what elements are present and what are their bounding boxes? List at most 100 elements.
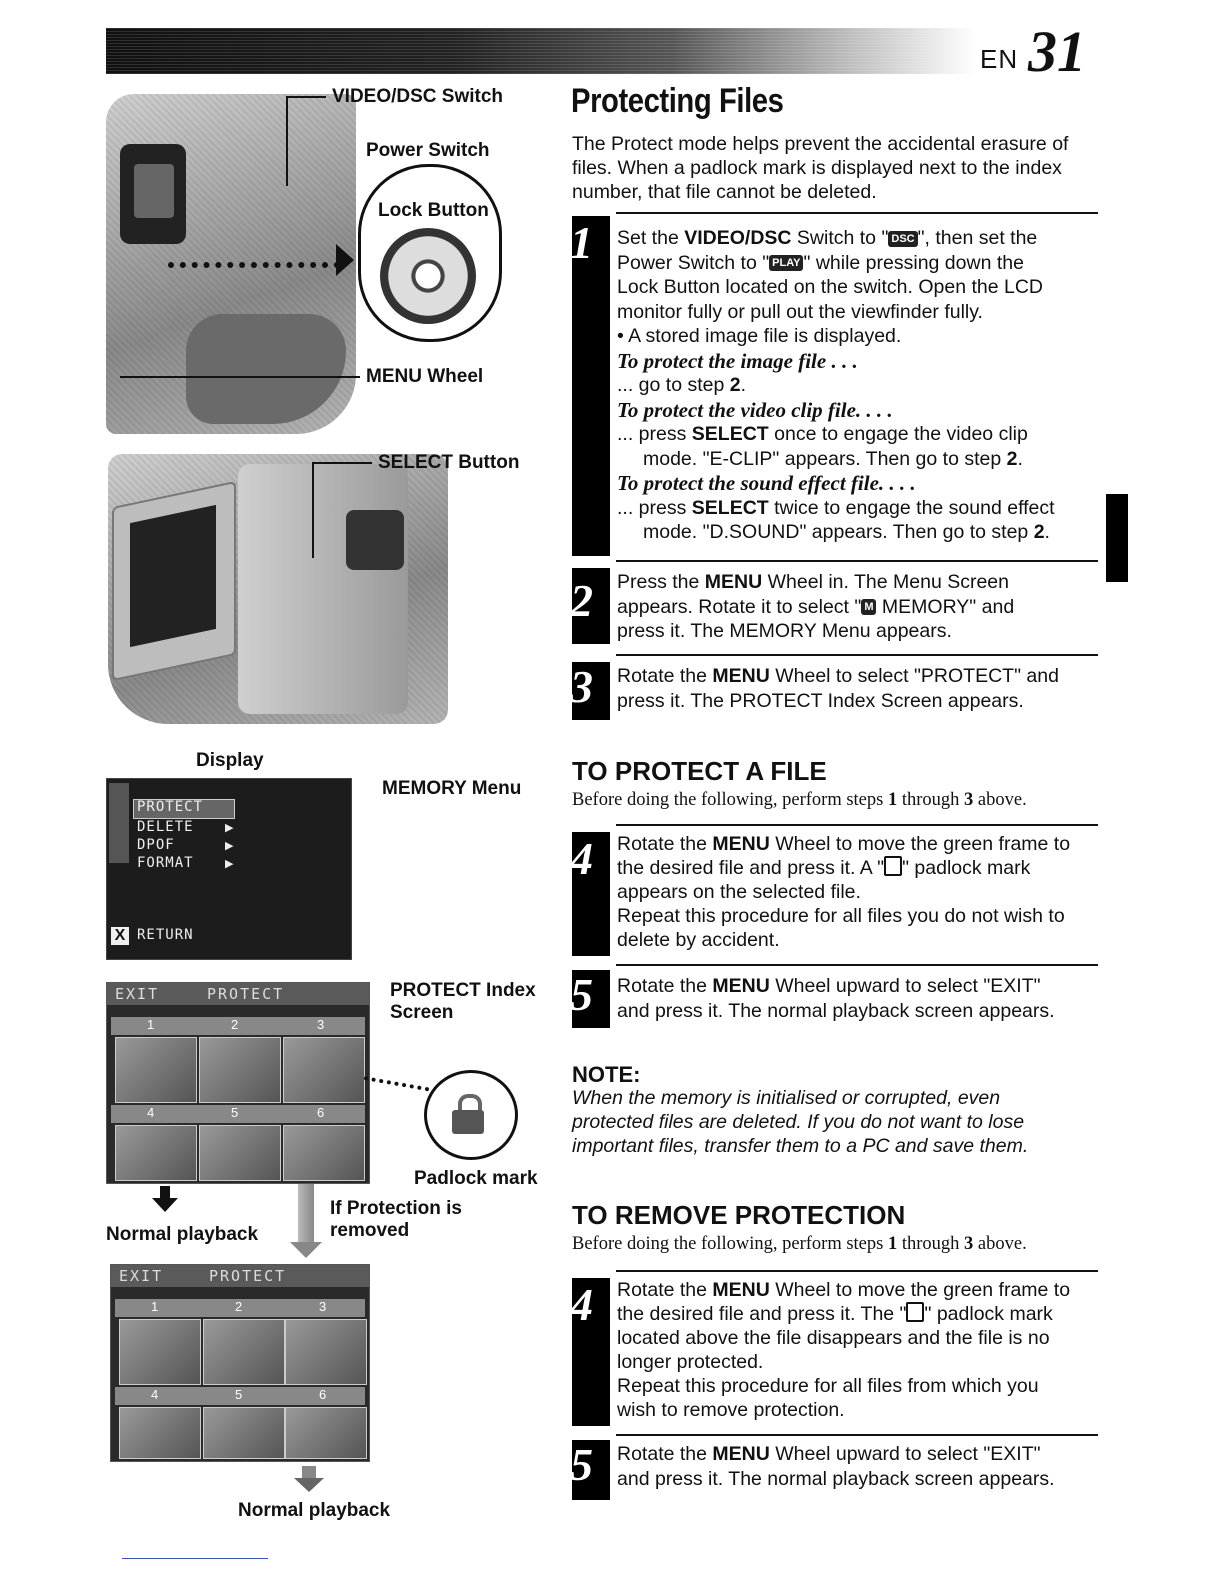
- index-title-bar: EXIT PROTECT: [111, 1265, 369, 1287]
- step-4-bar: 4: [570, 832, 610, 956]
- label-video-dsc-switch: VIDEO/DSC Switch: [332, 86, 504, 107]
- callout-line-select: [312, 462, 372, 464]
- callout-line-menu-wheel: [120, 376, 360, 378]
- remove-step-5-bar: 5: [570, 1439, 610, 1500]
- callout-line-video-dsc: [286, 96, 326, 98]
- remove-step-4-text: Rotate the MENU Wheel to move the green …: [617, 1279, 1071, 1421]
- label-if-protection-1: If Protection is: [330, 1198, 462, 1219]
- protect-prerequisite: Before doing the following, perform step…: [572, 790, 1027, 810]
- menu-item-return: RETURN: [137, 927, 194, 943]
- label-normal-playback-2: Normal playback: [238, 1500, 391, 1521]
- thumb-label-row: [111, 1105, 365, 1123]
- step-3-text: Rotate the MENU Wheel to select "PROTECT…: [617, 665, 1059, 712]
- step-1-text: Set the VIDEO/DSC Switch to "DSC", then …: [617, 226, 1102, 545]
- cell-4-label: 4: [147, 1105, 155, 1120]
- down-arrow-icon: [160, 1186, 170, 1200]
- step-2-number: 2: [570, 575, 593, 626]
- section-tab: [1106, 494, 1128, 582]
- callout-line-select-v: [312, 462, 314, 558]
- subheading-video-clip: To protect the video clip file. . . .: [617, 397, 893, 422]
- protect-index-screen-unprotected: EXIT PROTECT 1 2 3 4 5 6: [110, 1264, 370, 1462]
- cell-1-label: 1: [151, 1299, 159, 1314]
- hand-strap-shape: [186, 314, 346, 424]
- play-mode-icon: PLAY: [769, 255, 804, 272]
- remove-step-5-number: 5: [570, 1439, 593, 1490]
- section-heading-remove: TO REMOVE PROTECTION: [572, 1200, 906, 1230]
- down-arrow-head: [152, 1198, 178, 1212]
- intro-line: The Protect mode helps prevent the accid…: [572, 133, 1069, 155]
- camcorder-lcd-illustration: [108, 454, 448, 724]
- index-title-bar: EXIT PROTECT: [107, 983, 369, 1005]
- chevron-right-icon: ▶: [225, 840, 234, 852]
- thumbnail-6: [283, 1125, 365, 1181]
- thumbnail-1: [119, 1319, 201, 1385]
- camera-body: [238, 464, 408, 714]
- label-memory-menu: MEMORY Menu: [382, 778, 522, 799]
- label-protect-index-2: Screen: [390, 1002, 454, 1023]
- remove-step-4-rule: [616, 1270, 1098, 1272]
- note-heading: NOTE:: [572, 1062, 641, 1087]
- thumbnail-2: [203, 1319, 285, 1385]
- remove-step-5-text: Rotate the MENU Wheel upward to select "…: [617, 1443, 1055, 1490]
- thumbnail-1: [115, 1037, 197, 1103]
- dotted-callout: [363, 1076, 430, 1092]
- index-exit-label: EXIT: [115, 985, 160, 1003]
- cell-3-label: 3: [319, 1299, 327, 1314]
- menu-icon-column: [109, 783, 129, 863]
- cell-4-label: 4: [151, 1387, 159, 1402]
- intro-line: number, that file cannot be deleted.: [572, 181, 877, 203]
- lcd-screen: [130, 504, 216, 648]
- step-1-rule: [616, 212, 1098, 214]
- close-icon: X: [111, 927, 129, 945]
- thumbnail-6: [285, 1407, 367, 1459]
- step-3-number: 3: [570, 661, 593, 712]
- subheading-image-file: To protect the image file . . .: [617, 348, 858, 373]
- dsc-mode-icon: DSC: [888, 230, 918, 247]
- section-heading-protect: TO PROTECT A FILE: [572, 756, 827, 786]
- power-dial-shape: [380, 228, 476, 324]
- menu-item-dpof: DPOF: [137, 837, 175, 853]
- thumbnail-3: [283, 1037, 365, 1103]
- cell-5-label: 5: [231, 1105, 239, 1120]
- cell-2-label: 2: [231, 1017, 239, 1032]
- thumbnail-3: [285, 1319, 367, 1385]
- label-lock-button: Lock Button: [378, 200, 489, 221]
- thumb-label-row: [111, 1017, 365, 1035]
- memory-menu-icon: M: [861, 599, 877, 616]
- cell-6-label: 6: [317, 1105, 325, 1120]
- intro-paragraph: The Protect mode helps prevent the accid…: [572, 132, 1102, 204]
- cell-3-label: 3: [317, 1017, 325, 1032]
- down-arrow-icon: [298, 1184, 314, 1246]
- remove-step-5-rule: [616, 1434, 1098, 1436]
- chevron-right-icon: ▶: [225, 822, 234, 834]
- menu-item-protect: PROTECT: [137, 799, 204, 815]
- down-arrow-icon: [302, 1466, 316, 1480]
- page-number: 31: [1028, 19, 1086, 84]
- menu-item-delete: DELETE: [137, 819, 194, 835]
- step-3-bar: 3: [570, 661, 610, 720]
- remove-prerequisite: Before doing the following, perform step…: [572, 1234, 1027, 1254]
- page-title: Protecting Files: [571, 82, 784, 120]
- index-exit-label: EXIT: [119, 1267, 164, 1285]
- label-menu-wheel: MENU Wheel: [366, 366, 484, 387]
- label-select-button: SELECT Button: [378, 452, 520, 473]
- dotted-arrow: [168, 262, 340, 268]
- memory-menu-screen: PROTECT DELETE ▶ DPOF ▶ FORMAT ▶ X RETUR…: [106, 778, 352, 960]
- step-2-bar: 2: [570, 568, 610, 644]
- thumbnail-5: [199, 1125, 281, 1181]
- cell-6-label: 6: [319, 1387, 327, 1402]
- remove-step-4-number: 4: [570, 1279, 593, 1330]
- padlock-icon: [452, 1094, 484, 1134]
- lens-shape: [346, 510, 404, 570]
- step-1-number: 1: [570, 217, 593, 268]
- step-3-rule: [616, 654, 1098, 656]
- arrow-head: [336, 244, 354, 276]
- step-4-rule: [616, 824, 1098, 826]
- thumbnail-5: [203, 1407, 285, 1459]
- menu-highlight: [133, 799, 235, 819]
- step-5-number: 5: [570, 969, 593, 1020]
- label-normal-playback-1: Normal playback: [106, 1224, 259, 1245]
- note-body: When the memory is initialised or corrup…: [572, 1087, 1029, 1157]
- step-2-text: Press the MENU Wheel in. The Menu Screen…: [617, 571, 1015, 642]
- cell-1-label: 1: [147, 1017, 155, 1032]
